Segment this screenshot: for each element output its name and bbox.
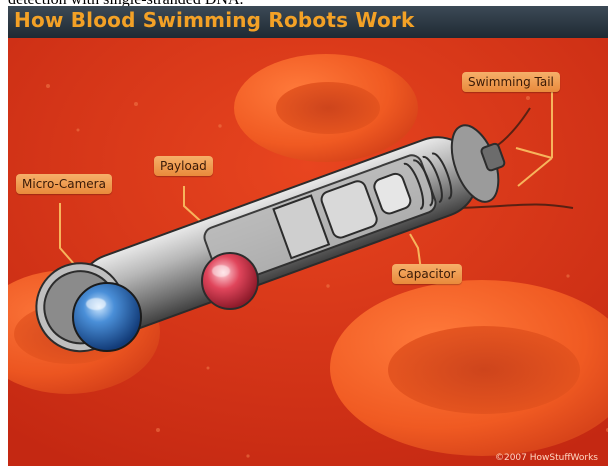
label-capacitor: Capacitor — [392, 264, 462, 284]
scene: Swimming Tail Micro-Camera Payload Capac… — [8, 38, 608, 466]
scene-svg — [8, 38, 608, 466]
label-payload: Payload — [154, 156, 213, 176]
label-micro-camera: Micro-Camera — [16, 174, 112, 194]
illustration-title: How Blood Swimming Robots Work — [14, 8, 414, 32]
title-bar: How Blood Swimming Robots Work — [8, 6, 608, 38]
label-swimming-tail: Swimming Tail — [462, 72, 560, 92]
payload-sphere — [202, 253, 258, 309]
illustration: How Blood Swimming Robots Work — [8, 6, 608, 466]
micro-camera-lens — [73, 283, 141, 351]
red-blood-cell-top — [234, 54, 418, 162]
copyright-text: ©2007 HowStuffWorks — [495, 453, 598, 463]
